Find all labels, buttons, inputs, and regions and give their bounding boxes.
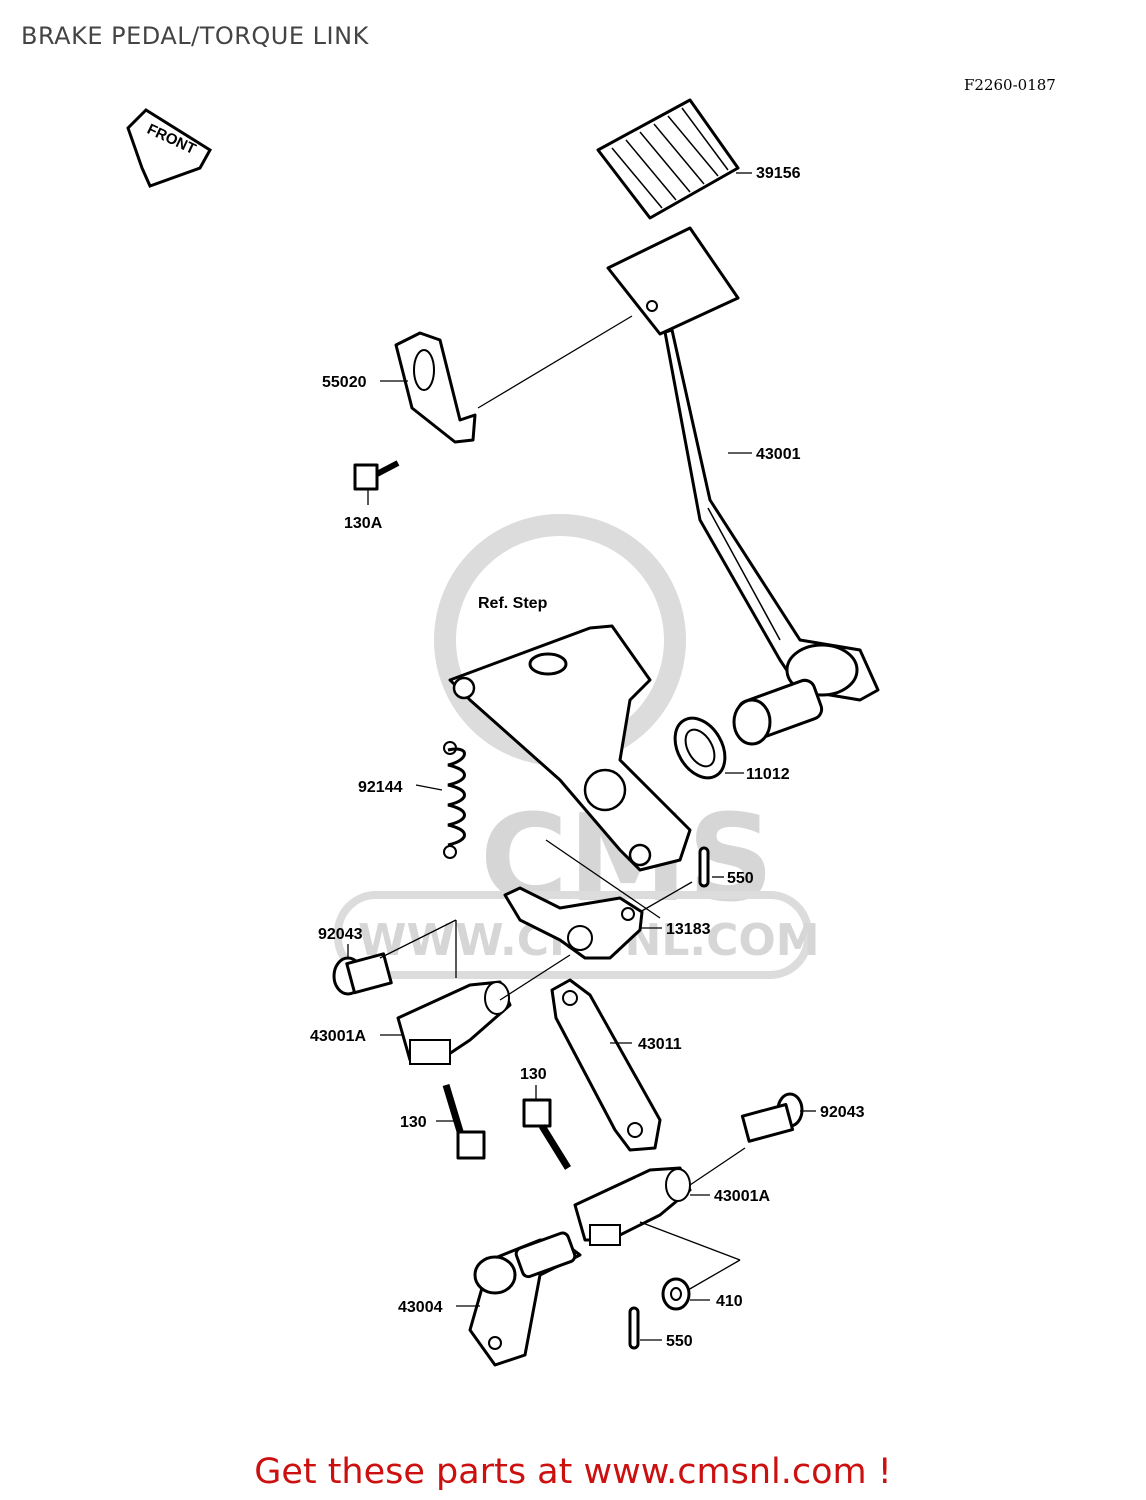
cotter-pin-lower-icon — [628, 1306, 640, 1350]
leader-lines — [347, 172, 816, 1341]
part-label-130a[interactable]: 130A — [344, 515, 383, 532]
part-label-130-left[interactable]: 130 — [400, 1114, 427, 1131]
bolt-130-right-icon — [522, 1098, 571, 1170]
part-label-92144[interactable]: 92144 — [358, 779, 403, 796]
joint-lower-icon — [573, 1166, 692, 1246]
bolt-130-left-icon — [442, 1083, 486, 1160]
part-label-92043-upper[interactable]: 92043 — [318, 926, 363, 943]
washer-icon — [661, 1277, 691, 1311]
brake-pedal-arm-icon — [606, 226, 880, 746]
part-label-43004[interactable]: 43004 — [398, 1299, 443, 1316]
plate-icon — [503, 886, 644, 960]
part-label-550-upper[interactable]: 550 — [727, 870, 754, 887]
joint-upper-icon — [396, 980, 512, 1065]
part-label-55020[interactable]: 55020 — [322, 374, 367, 391]
bolt-130a-icon — [353, 460, 400, 491]
part-label-39156[interactable]: 39156 — [756, 165, 801, 182]
part-label-43001[interactable]: 43001 — [756, 446, 801, 463]
part-label-410[interactable]: 410 — [716, 1293, 743, 1310]
reference-step-label: Ref. Step — [478, 595, 548, 612]
step-bracket-icon — [448, 624, 692, 872]
part-label-550-lower[interactable]: 550 — [666, 1333, 693, 1350]
part-label-11012[interactable]: 11012 — [746, 766, 790, 783]
front-arrow-icon: FRONT — [126, 108, 213, 188]
bracket-icon — [394, 331, 477, 444]
seal-icon — [673, 716, 727, 780]
torque-link-icon — [550, 978, 662, 1152]
part-label-13183[interactable]: 13183 — [666, 921, 711, 938]
assembly-lines — [379, 315, 746, 1291]
pin-upper-icon — [332, 952, 393, 996]
part-label-43011[interactable]: 43011 — [638, 1036, 682, 1053]
spring-icon — [443, 741, 466, 859]
part-label-43001a-lower[interactable]: 43001A — [714, 1188, 770, 1205]
watermark: CMS WWW.CMSNL.COM — [334, 514, 820, 979]
page-title: BRAKE PEDAL/TORQUE LINK — [21, 22, 369, 50]
diagram-code: F2260-0187 — [964, 76, 1056, 94]
pedal-rubber-icon — [596, 98, 740, 220]
part-label-43001a-upper[interactable]: 43001A — [310, 1028, 366, 1045]
footer-link[interactable]: Get these parts at www.cmsnl.com ! — [254, 1452, 892, 1492]
lever-icon — [468, 1231, 582, 1367]
pin-lower-icon — [740, 1092, 804, 1143]
part-label-130-right[interactable]: 130 — [520, 1066, 547, 1083]
part-label-92043-lower[interactable]: 92043 — [820, 1104, 865, 1121]
cotter-pin-upper-icon — [698, 846, 710, 888]
